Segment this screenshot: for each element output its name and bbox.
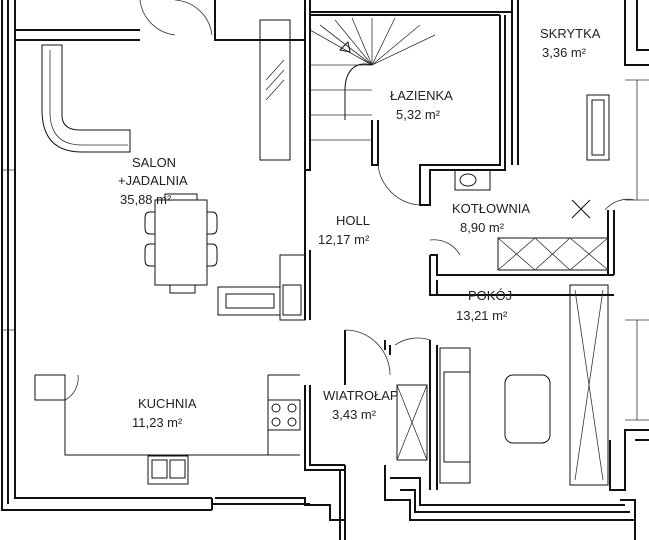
room-salon-name-line2: +JADALNIA xyxy=(118,173,188,188)
room-kotlownia-name: KOTŁOWNIA xyxy=(452,201,530,216)
room-kotlownia-area: 8,90 m² xyxy=(460,220,505,235)
interior-walls xyxy=(34,0,615,490)
coffee-table xyxy=(504,374,551,444)
room-lazienka-area: 5,32 m² xyxy=(396,107,441,122)
room-labels: SALON +JADALNIA 35,88 m² HOLL 12,17 m² Ł… xyxy=(118,26,601,430)
stove xyxy=(267,399,301,431)
holl-cabinet xyxy=(217,286,281,316)
doors xyxy=(64,0,636,401)
room-holl-area: 12,17 m² xyxy=(318,232,370,247)
room-lazienka-name: ŁAZIENKA xyxy=(390,88,453,103)
room-wiatrolap-name: WIATROŁAP xyxy=(323,388,399,403)
room-wiatrolap-area: 3,43 m² xyxy=(332,407,377,422)
boiler-icon xyxy=(571,199,591,219)
storage-shelf xyxy=(586,94,610,161)
room-salon-name-line1: SALON xyxy=(132,155,176,170)
room-pokoj-area: 13,21 m² xyxy=(456,308,508,323)
fireplace-unit xyxy=(259,19,291,161)
furniture xyxy=(41,19,610,486)
corner-sofa xyxy=(41,44,131,153)
room-holl-name: HOLL xyxy=(336,213,370,228)
room-pokoj-name: POKÓJ xyxy=(468,288,512,303)
room-skrytka-area: 3,36 m² xyxy=(542,45,587,60)
wiatrolap-wardrobe xyxy=(396,384,428,461)
room-kuchnia-name: KUCHNIA xyxy=(138,396,197,411)
kitchen-sink xyxy=(147,455,189,485)
bathroom-sink xyxy=(454,169,491,191)
wardrobe xyxy=(569,284,609,486)
room-skrytka-name: SKRYTKA xyxy=(540,26,601,41)
room-kuchnia-area: 11,23 m² xyxy=(132,415,183,430)
dining-table xyxy=(154,199,208,286)
staircase xyxy=(309,17,436,141)
boiler-room-counter xyxy=(497,237,609,271)
room-salon-area: 35,88 m² xyxy=(120,192,172,207)
